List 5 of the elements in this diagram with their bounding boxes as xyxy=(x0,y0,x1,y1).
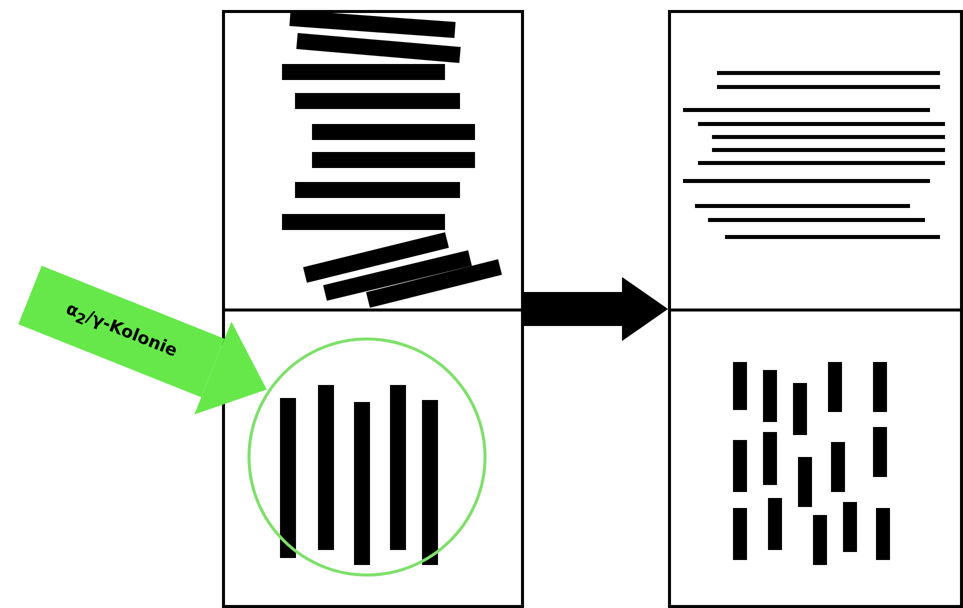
microstructure-panel xyxy=(222,10,524,608)
microstructure-panel xyxy=(668,10,963,608)
labeled-block-arrow xyxy=(18,266,267,414)
block-arrow xyxy=(524,277,668,341)
colony-circle xyxy=(247,337,487,577)
